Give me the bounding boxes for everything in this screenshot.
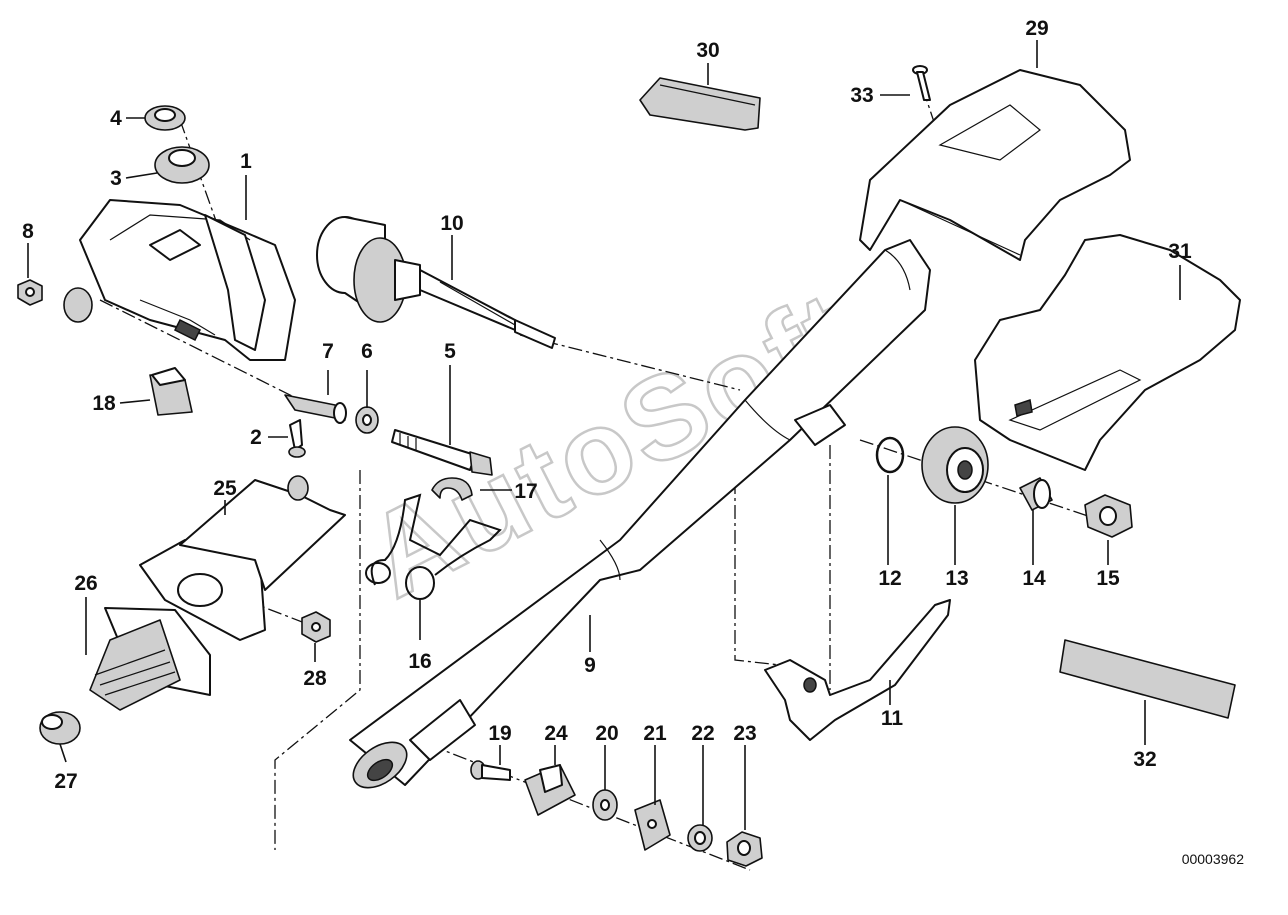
callout-18: 18 [92, 392, 116, 415]
clip-18 [149, 367, 193, 416]
leader-lines [27, 40, 1181, 830]
callout-6: 6 [361, 340, 373, 363]
spring-16 [365, 493, 502, 600]
callout-11: 11 [881, 707, 904, 730]
callout-15: 15 [1096, 567, 1120, 590]
ring-14 [1019, 477, 1053, 511]
callout-9: 9 [584, 654, 596, 677]
bolt-5 [391, 429, 493, 476]
bearing-13 [921, 426, 989, 504]
screw-33 [912, 65, 931, 101]
callout-labels: 1 2 3 4 5 6 7 8 9 10 11 12 13 14 15 16 1… [22, 17, 1192, 793]
callout-14: 14 [1022, 567, 1046, 590]
callout-7: 7 [322, 340, 334, 363]
callout-26: 26 [74, 572, 97, 595]
washer-20 [592, 789, 618, 821]
callout-8: 8 [22, 220, 34, 243]
trim-30 [639, 77, 761, 131]
circlip-12 [875, 436, 905, 474]
callout-4: 4 [110, 107, 122, 130]
callout-21: 21 [643, 722, 667, 745]
washer-22 [687, 824, 713, 852]
callout-29: 29 [1025, 17, 1048, 40]
reference-number: 00003962 [1182, 851, 1245, 867]
ring-27 [39, 711, 81, 745]
bolt-19 [470, 760, 511, 781]
callout-33: 33 [850, 84, 873, 107]
sleeve-7 [284, 394, 347, 424]
steering-column-tube [349, 239, 931, 789]
callout-3: 3 [110, 167, 122, 190]
nut-28 [301, 611, 331, 643]
strip-32 [1059, 639, 1236, 719]
callout-30: 30 [696, 39, 719, 62]
bracket-part [63, 199, 296, 361]
lower-cover-31 [974, 234, 1241, 471]
callout-12: 12 [878, 567, 901, 590]
callout-24: 24 [544, 722, 568, 745]
callout-28: 28 [303, 667, 327, 690]
nut-23 [726, 831, 763, 867]
screw-2 [288, 419, 306, 458]
callout-17: 17 [514, 480, 537, 503]
lever-11 [764, 599, 951, 741]
steering-shaft [316, 216, 556, 349]
nut-8 [17, 279, 43, 306]
callout-2: 2 [250, 426, 262, 449]
callout-13: 13 [945, 567, 968, 590]
grommet-4 [144, 105, 186, 131]
clip-24 [524, 764, 576, 816]
washer-6 [355, 406, 379, 434]
nut-15 [1084, 494, 1133, 538]
callout-1: 1 [240, 150, 252, 173]
plate-21 [634, 799, 671, 851]
callout-10: 10 [440, 212, 463, 235]
ignition-26 [89, 607, 211, 711]
callout-16: 16 [408, 650, 431, 673]
callout-31: 31 [1168, 240, 1192, 263]
grommet-3 [154, 146, 210, 184]
clip-17 [431, 477, 473, 501]
callout-5: 5 [444, 340, 456, 363]
callout-22: 22 [691, 722, 714, 745]
callout-27: 27 [54, 770, 77, 793]
callout-25: 25 [213, 477, 237, 500]
housing-25 [139, 475, 346, 641]
callout-32: 32 [1133, 748, 1156, 771]
callout-20: 20 [595, 722, 618, 745]
callout-19: 19 [488, 722, 511, 745]
upper-cover-29 [859, 69, 1131, 261]
callout-23: 23 [733, 722, 756, 745]
